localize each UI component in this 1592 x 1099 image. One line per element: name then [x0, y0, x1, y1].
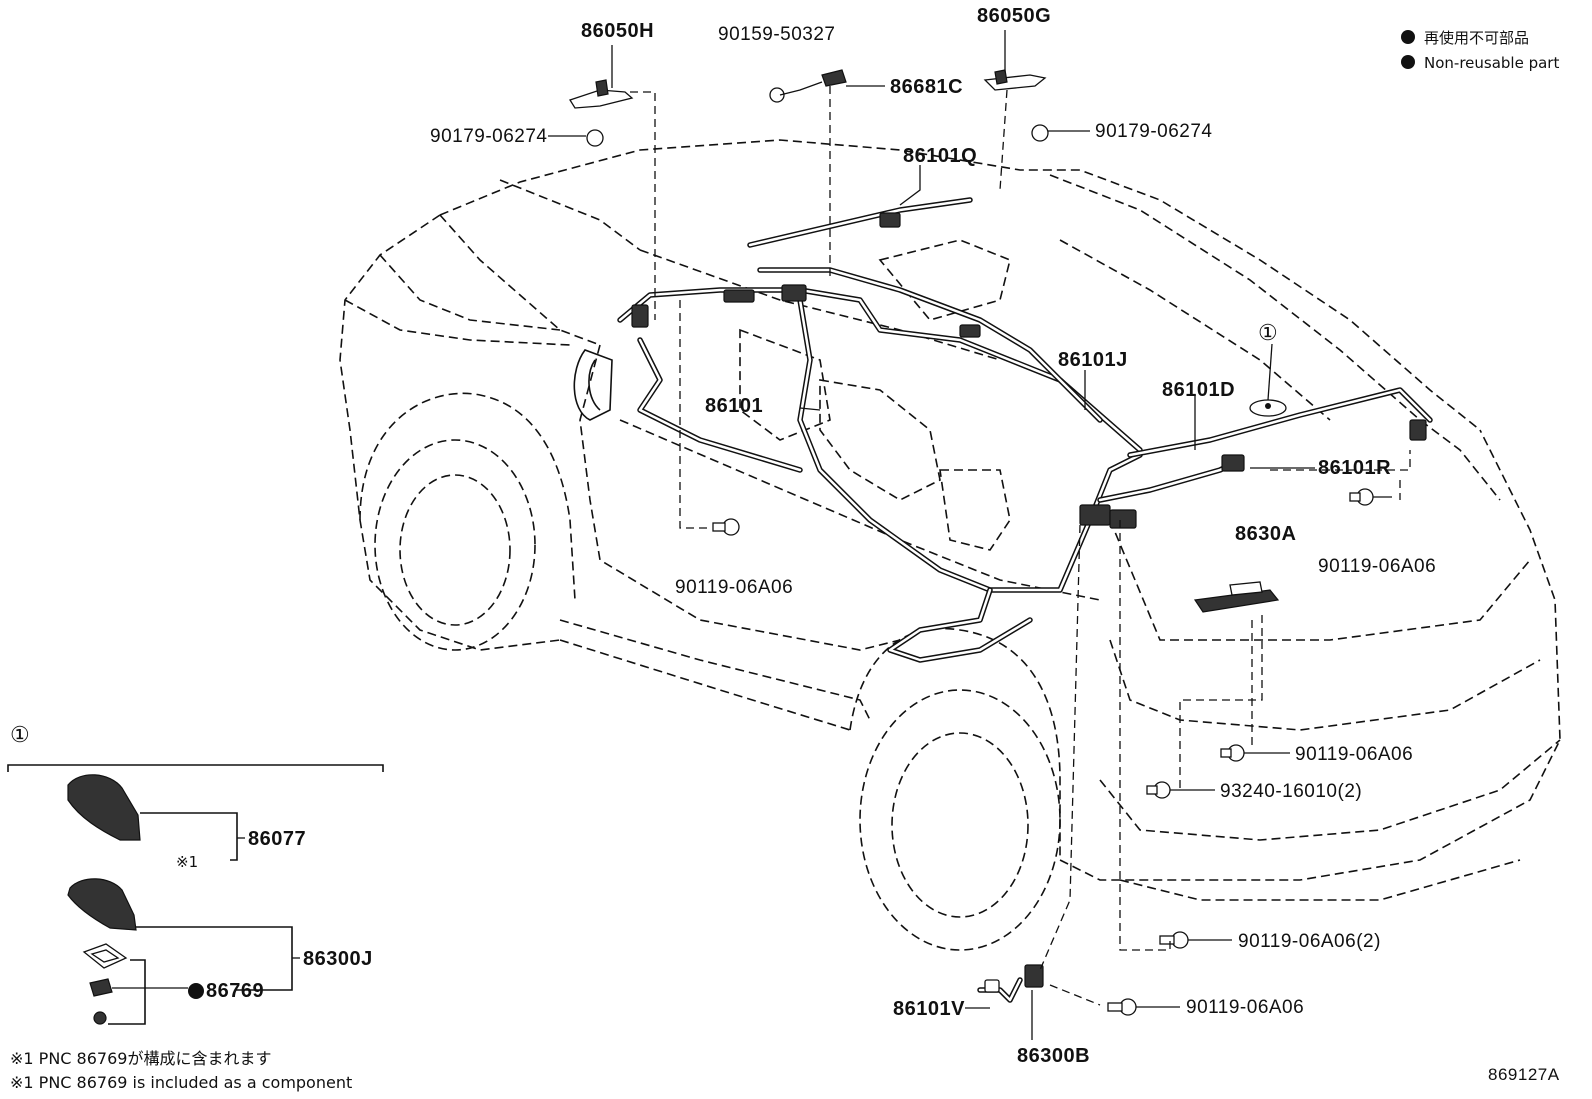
- label-86101J: 86101J: [1058, 349, 1128, 371]
- label-86101V: 86101V: [893, 998, 965, 1020]
- label-86101: 86101: [705, 395, 763, 417]
- label-90179-06274-left: 90179-06274: [430, 126, 548, 147]
- vehicle-outline: [339, 139, 1561, 951]
- label-86050G: 86050G: [977, 5, 1051, 27]
- inset-callout-symbol: ①: [10, 722, 30, 747]
- label-90179-06274-right: 90179-06274: [1095, 121, 1213, 142]
- label-86769: 86769: [206, 980, 264, 1002]
- label-93240-16010: 93240-16010(2): [1220, 781, 1362, 802]
- label-86101R: 86101R: [1318, 457, 1391, 479]
- part-labels: 86050H 90159-50327 86050G 86681C 90179-0…: [430, 5, 1436, 1067]
- label-86300B: 86300B: [1017, 1045, 1090, 1067]
- brackets: [569, 69, 1047, 109]
- connectors: [631, 212, 1427, 993]
- callout-symbol-main: ①: [1258, 320, 1278, 345]
- inset-callout-1: ① 86077 ※1 86300J 86769: [7, 722, 384, 1025]
- label-86101Q: 86101Q: [903, 145, 977, 167]
- label-86101D: 86101D: [1162, 379, 1235, 401]
- footnote-en: ※1 PNC 86769 is included as a component: [10, 1073, 352, 1092]
- label-86077: 86077: [248, 828, 306, 850]
- footnotes: ※1 PNC 86769が構成に含まれます ※1 PNC 86769 is in…: [10, 1049, 1560, 1092]
- fasteners: [586, 87, 1374, 1016]
- label-90119-06A06-2: 90119-06A06(2): [1238, 931, 1381, 952]
- leader-lines: [548, 30, 1411, 1040]
- side-mirror: [573, 349, 613, 421]
- label-8630A: 8630A: [1235, 523, 1296, 545]
- diagram-id: 869127A: [1488, 1065, 1560, 1084]
- label-90119-06A06-bottom: 90119-06A06: [1186, 997, 1304, 1018]
- label-86050H: 86050H: [581, 20, 654, 42]
- label-86300J: 86300J: [303, 948, 373, 970]
- label-90159-50327: 90159-50327: [718, 24, 836, 45]
- label-90119-06A06-left: 90119-06A06: [675, 577, 793, 598]
- legend-en: Non-reusable part: [1424, 54, 1559, 72]
- antenna-amplifier: [1193, 581, 1280, 613]
- legend-jp: 再使用不可部品: [1424, 29, 1529, 47]
- footnote-jp: ※1 PNC 86769が構成に含まれます: [10, 1049, 271, 1068]
- roof-antenna-position: [1249, 343, 1287, 417]
- harness-lines: [617, 197, 1433, 1003]
- note-mark: ※1: [176, 853, 198, 871]
- label-90119-06A06-mid: 90119-06A06: [1295, 744, 1413, 765]
- legend: 再使用不可部品 Non-reusable part: [1401, 29, 1559, 72]
- label-90119-06A06-right: 90119-06A06: [1318, 556, 1436, 577]
- label-86681C: 86681C: [890, 76, 963, 98]
